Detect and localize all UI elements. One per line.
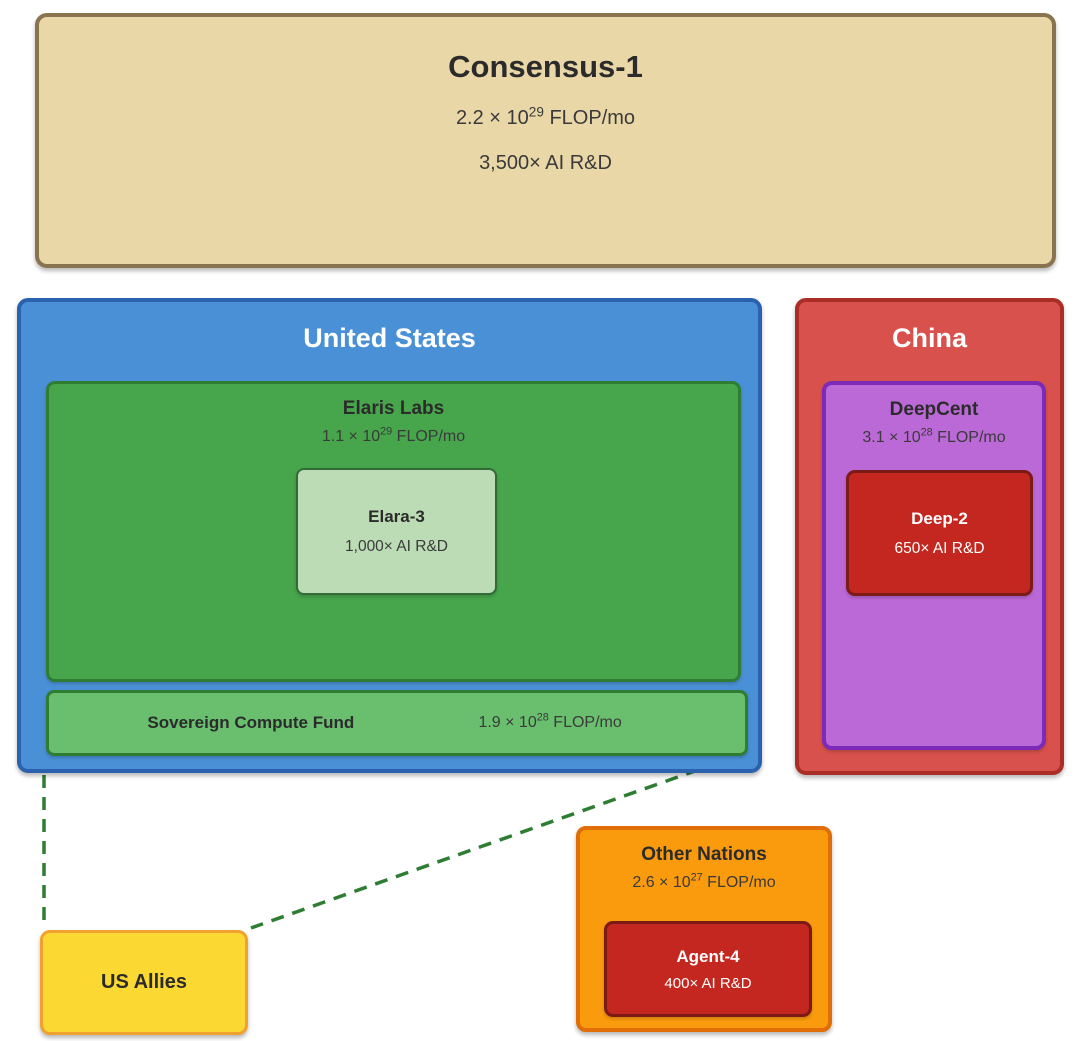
flop-unit: FLOP/mo — [548, 714, 622, 731]
consensus-1-rnd: 3,500× AI R&D — [479, 152, 612, 174]
flop-exponent: 27 — [690, 871, 703, 884]
deep-2-rnd: 650× AI R&D — [894, 539, 985, 557]
flop-exponent: 28 — [920, 426, 933, 439]
flop-value: 2.6 × 10 — [632, 874, 691, 891]
flop-unit: FLOP/mo — [543, 107, 636, 129]
elara-3-box: Elara-3 1,000× AI R&D — [296, 468, 497, 595]
deep-2-title: Deep-2 — [911, 508, 968, 528]
deepcent-box: DeepCent 3.1 × 1028 FLOP/mo Deep-2 650× … — [822, 381, 1046, 750]
united-states-title: United States — [303, 323, 476, 353]
consensus-1-title: Consensus-1 — [448, 49, 643, 84]
other-nations-title: Other Nations — [641, 844, 767, 865]
sovereign-compute-fund-box: Sovereign Compute Fund 1.9 × 1028 FLOP/m… — [46, 690, 748, 756]
us-allies-title: US Allies — [101, 971, 187, 993]
flop-value: 1.1 × 10 — [321, 428, 381, 445]
deep-2-box: Deep-2 650× AI R&D — [846, 470, 1033, 596]
united-states-box: United States Elaris Labs 1.1 × 1029 FLO… — [17, 298, 762, 773]
deepcent-title: DeepCent — [889, 399, 979, 420]
flop-value: 2.2 × 10 — [455, 107, 529, 129]
other-nations-box: Other Nations 2.6 × 1027 FLOP/mo Agent-4… — [576, 826, 832, 1032]
flop-unit: FLOP/mo — [702, 874, 776, 891]
sovereign-compute-fund-title: Sovereign Compute Fund — [147, 713, 355, 732]
flop-exponent: 29 — [380, 425, 393, 438]
agent-4-title: Agent-4 — [676, 946, 740, 966]
sovereign-compute-fund-flop: 1.9 × 1028 FLOP/mo — [453, 711, 648, 732]
flop-unit: FLOP/mo — [932, 429, 1006, 446]
elaris-labs-box: Elaris Labs 1.1 × 1029 FLOP/mo Elara-3 1… — [46, 381, 741, 682]
flop-value: 1.9 × 10 — [478, 714, 537, 731]
china-title: China — [891, 323, 967, 353]
flop-value: 3.1 × 10 — [862, 429, 921, 446]
other-nations-flop: 2.6 × 1027 FLOP/mo — [580, 871, 828, 892]
agent-4-box: Agent-4 400× AI R&D — [604, 921, 812, 1017]
agent-4-rnd: 400× AI R&D — [664, 974, 752, 992]
consensus-1-flop: 2.2 × 1029 FLOP/mo — [39, 104, 1052, 130]
flop-exponent: 29 — [528, 104, 544, 120]
elara-3-rnd: 1,000× AI R&D — [345, 538, 448, 555]
flop-unit: FLOP/mo — [392, 428, 466, 445]
china-box: China DeepCent 3.1 × 1028 FLOP/mo Deep-2… — [795, 298, 1064, 775]
elaris-labs-title: Elaris Labs — [342, 398, 445, 419]
deepcent-flop: 3.1 × 1028 FLOP/mo — [826, 426, 1042, 447]
elaris-labs-flop: 1.1 × 1029 FLOP/mo — [49, 425, 738, 446]
consensus-1-box: Consensus-1 2.2 × 1029 FLOP/mo 3,500× AI… — [35, 13, 1056, 268]
us-allies-box: US Allies — [40, 930, 248, 1035]
elara-3-title: Elara-3 — [368, 507, 425, 526]
flop-exponent: 28 — [536, 711, 549, 724]
